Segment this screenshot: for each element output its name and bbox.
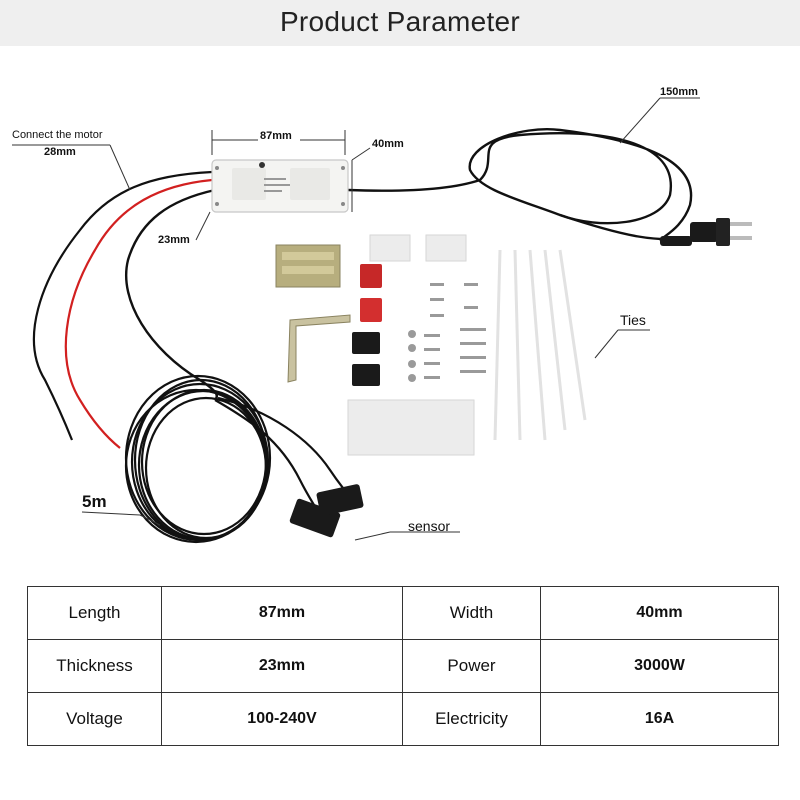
- param-value: 87mm: [161, 586, 403, 640]
- accessories: [275, 234, 587, 456]
- param-name: Power: [402, 639, 541, 693]
- label-sensor: sensor: [408, 518, 451, 534]
- param-value: 100-240V: [161, 692, 403, 746]
- label-ties: Ties: [620, 312, 646, 328]
- page-title: Product Parameter: [279, 6, 521, 37]
- switch-module: [211, 159, 349, 213]
- label-23mm: 23mm: [158, 234, 190, 246]
- parameter-table: Length 87mm Width 40mm Thickness 23mm Po…: [27, 586, 779, 746]
- param-value: 16A: [540, 692, 779, 746]
- table-row: Thickness 23mm Power 3000W: [27, 639, 779, 693]
- label-connect-motor: Connect the motor: [12, 129, 103, 141]
- product-photo: [12, 97, 752, 544]
- red-motor-wire: [64, 178, 213, 449]
- param-name: Voltage: [27, 692, 162, 746]
- label-5m: 5m: [82, 492, 107, 511]
- plug: [660, 218, 752, 246]
- table-row: Voltage 100-240V Electricity 16A: [27, 692, 779, 746]
- cable-coil: [124, 374, 272, 544]
- sensor-blocks: [289, 484, 364, 538]
- param-name: Width: [402, 586, 541, 640]
- param-value: 40mm: [540, 586, 779, 640]
- param-value: 23mm: [161, 639, 403, 693]
- param-value: 3000W: [540, 639, 779, 693]
- label-87mm: 87mm: [260, 130, 292, 142]
- label-28mm: 28mm: [44, 146, 76, 158]
- table-row: Length 87mm Width 40mm: [27, 586, 779, 640]
- label-150mm: 150mm: [660, 86, 698, 98]
- param-name: Thickness: [27, 639, 162, 693]
- label-40mm: 40mm: [372, 138, 404, 150]
- param-name: Length: [27, 586, 162, 640]
- sensor-cable: [125, 188, 219, 401]
- dimension-lines: [12, 97, 700, 541]
- param-name: Electricity: [402, 692, 541, 746]
- header-band: [0, 0, 800, 46]
- black-motor-wire: [32, 170, 213, 441]
- power-cord-end: [559, 213, 701, 241]
